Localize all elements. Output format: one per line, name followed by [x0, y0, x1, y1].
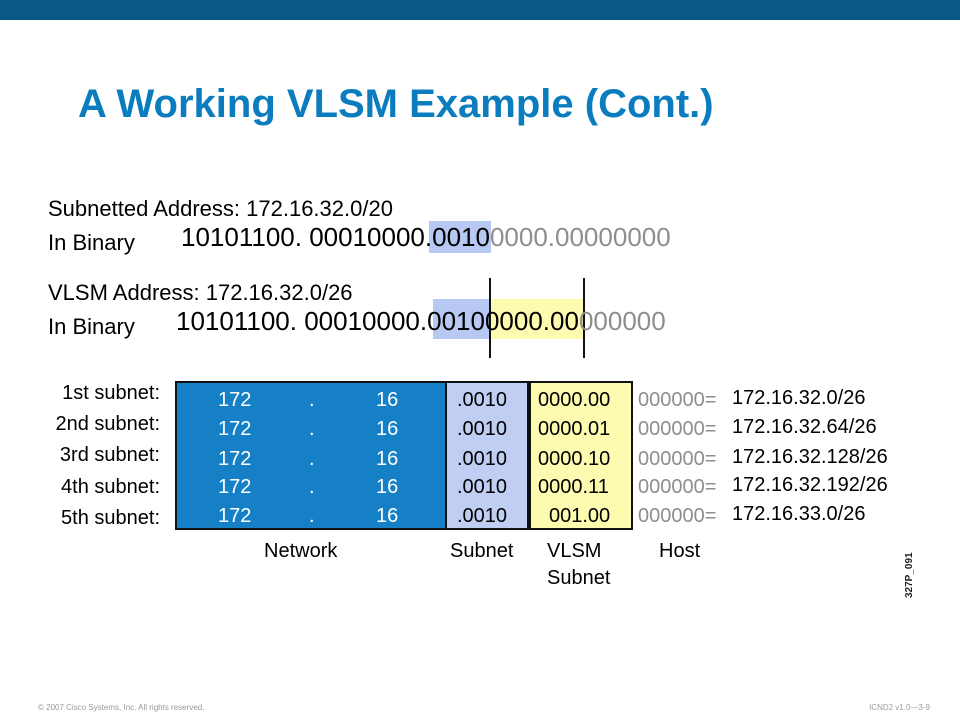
vlsm-address-label: VLSM Address: 172.16.32.0/26: [48, 280, 353, 306]
vlsm-bits-highlight: [490, 299, 585, 339]
row-4-host-bits: 000000=: [638, 476, 717, 498]
footer-course-page: ICND2 v1.0—3-9: [869, 703, 930, 712]
column-header-host: Host: [659, 540, 701, 562]
row-2-vlsm-bits: 0000.01: [538, 418, 611, 440]
vlsm-boundary-line-right: [583, 278, 585, 358]
footer-copyright: © 2007 Cisco Systems, Inc. All rights re…: [38, 703, 205, 712]
row-4-vlsm-bits: 0000.11: [538, 476, 609, 498]
vlsm-boundary-line-left: [489, 278, 491, 358]
row-3-octet2: 16: [376, 448, 399, 470]
row-3-subnet-bits: .0010: [457, 448, 508, 470]
vlsm-binary-value: 10101100. 00010000.00100000.00000000: [176, 306, 666, 337]
vlsm-subnet-highlight: [433, 299, 490, 339]
row-1-host-bits: 000000=: [638, 389, 717, 411]
vlsm-bits-box: [529, 381, 633, 530]
row-3-vlsm-bits: 0000.10: [538, 448, 611, 470]
row-1-result: 172.16.32.0/26: [732, 387, 866, 409]
subnet-bits-box: [447, 381, 529, 530]
subnetted-binary-subnet: 0010: [432, 222, 490, 252]
row-label-4: 4th subnet:: [61, 476, 160, 498]
subnetted-address-value: : 172.16.32.0/20: [233, 196, 393, 221]
row-3-octet1: 172: [218, 448, 252, 470]
column-header-subnet: Subnet: [450, 540, 514, 562]
subnetted-binary-highlight: [429, 221, 491, 253]
row-5-vlsm-bits: 001.00: [549, 505, 611, 527]
row-1-dot: .: [309, 389, 315, 411]
network-bits-box: [175, 381, 447, 530]
vlsm-binary-label: In Binary: [48, 314, 135, 339]
column-header-vlsm-line1: VLSM: [547, 540, 602, 562]
row-4-dot: .: [309, 476, 315, 498]
row-2-host-bits: 000000=: [638, 418, 717, 440]
row-2-subnet-bits: .0010: [457, 418, 508, 440]
row-5-octet2: 16: [376, 505, 399, 527]
subnetted-binary-value: 10101100. 00010000.00100000.00000000: [181, 222, 671, 253]
row-5-octet1: 172: [218, 505, 252, 527]
subnetted-binary-host: 0000.00000000: [489, 222, 671, 252]
row-4-result: 172.16.32.192/26: [732, 474, 888, 496]
row-2-result: 172.16.32.64/26: [732, 416, 877, 438]
row-5-subnet-bits: .0010: [457, 505, 508, 527]
figure-code: 327P_091: [904, 552, 915, 598]
vlsm-binary-host: 000000: [578, 306, 666, 336]
top-banner: [0, 0, 960, 20]
vlsm-address-label-bold: VLSM Address: [48, 280, 194, 305]
row-4-octet1: 172: [218, 476, 252, 498]
row-1-subnet-bits: .0010: [457, 389, 508, 411]
row-2-dot: .: [309, 418, 315, 440]
vlsm-binary-network: 10101100. 00010000.: [176, 306, 428, 336]
row-label-2: 2nd subnet:: [55, 413, 160, 435]
row-1-octet2: 16: [376, 389, 399, 411]
row-2-octet1: 172: [218, 418, 252, 440]
row-1-octet1: 172: [218, 389, 252, 411]
row-5-dot: .: [309, 505, 315, 527]
slide-title: A Working VLSM Example (Cont.): [78, 82, 714, 126]
vlsm-binary-subnet: 0010: [427, 306, 485, 336]
row-2-octet2: 16: [376, 418, 399, 440]
row-label-3: 3rd subnet:: [59, 444, 160, 466]
row-3-result: 172.16.32.128/26: [732, 446, 888, 468]
row-3-host-bits: 000000=: [638, 448, 717, 470]
vlsm-binary-vlsm: 0000.00: [484, 306, 579, 336]
subnetted-binary-label: In Binary: [48, 230, 135, 255]
vlsm-address-value: : 172.16.32.0/26: [193, 280, 353, 305]
column-header-vlsm-line2: Subnet: [547, 567, 611, 589]
row-5-host-bits: 000000=: [638, 505, 717, 527]
subnetted-binary-network: 10101100. 00010000.: [181, 222, 433, 252]
subnetted-address-label: Subnetted Address: 172.16.32.0/20: [48, 196, 393, 222]
row-label-5: 5th subnet:: [61, 507, 160, 529]
row-5-result: 172.16.33.0/26: [732, 503, 866, 525]
row-4-subnet-bits: .0010: [457, 476, 508, 498]
row-4-octet2: 16: [376, 476, 399, 498]
row-label-1: 1st subnet:: [62, 382, 160, 404]
row-3-dot: .: [309, 448, 315, 470]
column-header-network: Network: [264, 540, 338, 562]
subnetted-address-label-bold: Subnetted Address: [48, 196, 234, 221]
row-1-vlsm-bits: 0000.00: [538, 389, 611, 411]
